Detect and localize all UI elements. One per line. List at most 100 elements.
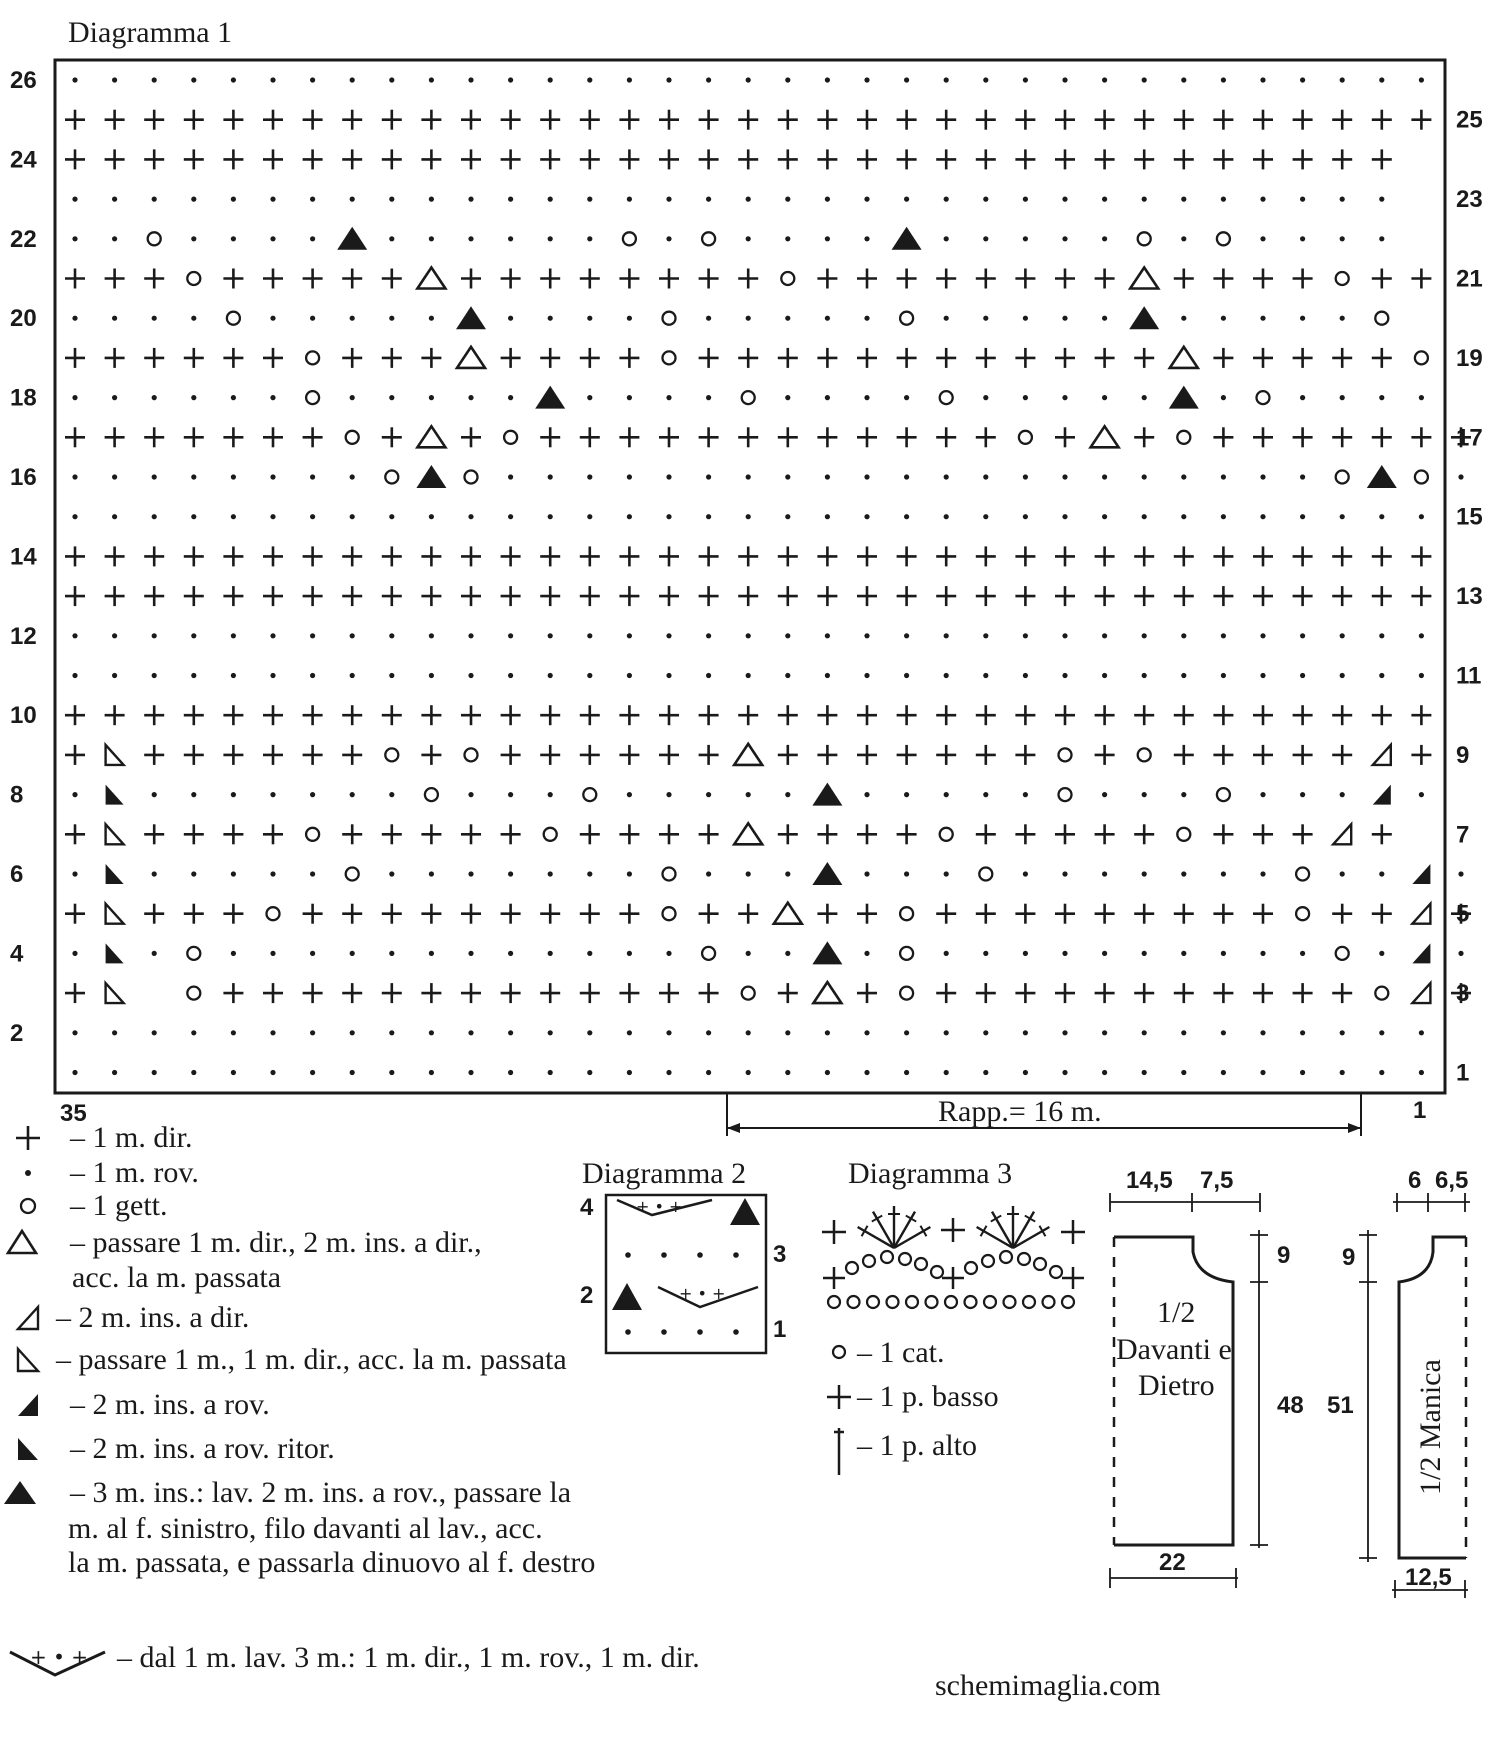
- sk2p-knit-mark: [731, 741, 765, 767]
- purl-stitch-mark: [1022, 395, 1028, 401]
- purl-stitch-mark: [508, 514, 514, 520]
- purl-stitch-mark: [1300, 1030, 1306, 1036]
- knit-stitch-mark: [975, 347, 996, 368]
- purl-stitch-mark: [824, 474, 831, 480]
- knit-stitch-mark: [1411, 427, 1432, 448]
- purl-stitch-mark: [547, 236, 553, 242]
- purl-stitch-mark: [547, 315, 553, 321]
- right-row-number: 15: [1456, 504, 1483, 531]
- purl-stitch-mark: [468, 633, 474, 639]
- knit-stitch-mark: [936, 347, 957, 368]
- knit-stitch-mark: [302, 149, 323, 170]
- purl-stitch-mark: [1300, 514, 1306, 520]
- diagram1-stitch-grid: [65, 77, 1471, 1076]
- right-row-number: 3: [1456, 980, 1469, 1007]
- purl-stitch-mark: [1260, 950, 1266, 957]
- purl-stitch-mark: [626, 792, 633, 798]
- knit-stitch-mark: [223, 546, 244, 567]
- knit-stitch-mark: [461, 824, 481, 845]
- purl-stitch-mark: [1260, 1030, 1266, 1036]
- yarn-over-mark: [740, 985, 756, 1001]
- purl-stitch-mark: [389, 1030, 395, 1036]
- knit-stitch-mark: [936, 109, 957, 130]
- knit-stitch-mark: [1213, 427, 1234, 448]
- knit-stitch-mark: [421, 983, 442, 1004]
- purl-stitch-mark: [904, 514, 910, 520]
- knit-stitch-mark: [1134, 149, 1155, 170]
- knit-stitch-mark: [104, 427, 125, 448]
- knit-stitch-mark: [777, 586, 798, 607]
- yarn-over-mark: [265, 906, 281, 922]
- sk2p-icon: [5, 1228, 39, 1255]
- purl-stitch-mark: [547, 77, 553, 83]
- purl-stitch-mark: [1102, 514, 1108, 520]
- purl-stitch-mark: [706, 474, 712, 480]
- diagram2-row-2: 2: [580, 1282, 593, 1309]
- yarn-over-mark: [1136, 231, 1152, 247]
- purl-stitch-mark: [1141, 1069, 1147, 1076]
- knit-stitch-mark: [1015, 983, 1036, 1004]
- knit-stitch-mark: [738, 149, 759, 170]
- purl-stitch-mark: [1102, 1069, 1108, 1076]
- purl-stitch-mark: [1022, 77, 1028, 83]
- knit-stitch-mark: [540, 983, 561, 1004]
- purl-stitch-mark: [666, 950, 672, 957]
- purl-stitch-mark: [1260, 672, 1266, 679]
- knit-stitch-mark: [500, 268, 521, 289]
- knit-stitch-mark: [223, 149, 244, 170]
- knit-stitch-mark: [1213, 149, 1234, 170]
- knit-stitch-mark: [579, 983, 600, 1004]
- purl-stitch-mark: [270, 395, 276, 401]
- knit-stitch-mark: [183, 149, 204, 170]
- knit-stitch-mark: [183, 109, 204, 130]
- purl-stitch-mark: [230, 236, 236, 242]
- knit-stitch-mark: [896, 586, 917, 607]
- knit-stitch-mark: [1253, 546, 1273, 567]
- purl-stitch-mark: [1339, 395, 1345, 401]
- knit-stitch-mark: [1213, 347, 1234, 368]
- right-row-number: 25: [1456, 107, 1483, 134]
- single-crochet-icon: [827, 1385, 851, 1409]
- knit-stitch-mark: [1173, 586, 1194, 607]
- purl-stitch-mark: [1260, 1069, 1266, 1076]
- knit-stitch-mark: [342, 347, 363, 368]
- purl-stitch-mark: [72, 792, 78, 798]
- purl-stitch-mark: [587, 315, 593, 321]
- purl-stitch-mark: [1062, 1030, 1068, 1036]
- purl-stitch-mark: [72, 236, 78, 242]
- knit-stitch-mark: [263, 744, 283, 765]
- purl-stitch-mark: [112, 514, 118, 520]
- knit-stitch-mark: [1055, 427, 1075, 448]
- purl-stitch-mark: [270, 950, 276, 957]
- purl-stitch-mark: [1141, 1030, 1147, 1036]
- knit-stitch-mark: [1134, 586, 1155, 607]
- knit-stitch-mark: [500, 546, 521, 567]
- knit-stitch-mark: [144, 149, 165, 170]
- purl-stitch-mark: [864, 77, 870, 83]
- knit-stitch-mark: [619, 824, 640, 845]
- knit-stitch-mark: [183, 903, 204, 924]
- knit-stitch-mark: [975, 744, 996, 765]
- yarn-over-mark: [898, 985, 915, 1001]
- knit-stitch-mark: [1451, 983, 1471, 1004]
- knit-stitch-mark: [777, 427, 798, 448]
- purl-stitch-mark: [230, 871, 236, 877]
- repeat-label: Rapp.= 16 m.: [938, 1095, 1102, 1128]
- knit-stitch-mark: [857, 824, 877, 845]
- purl-stitch-mark: [230, 1069, 236, 1076]
- purl-stitch-mark: [1141, 792, 1147, 798]
- yarn-over-mark: [1334, 270, 1350, 287]
- knit-stitch-mark: [1213, 109, 1234, 130]
- purl-stitch-mark: [1260, 77, 1266, 83]
- purl-stitch-mark: [745, 474, 751, 480]
- purl-stitch-mark: [230, 792, 236, 798]
- knit-stitch-mark: [421, 824, 442, 845]
- purl-stitch-mark: [983, 672, 989, 679]
- knit-stitch-mark: [65, 347, 85, 368]
- purl-stitch-mark: [1379, 1069, 1385, 1076]
- purl-stitch-mark: [1022, 315, 1028, 321]
- knit-stitch-mark: [302, 427, 323, 448]
- purl-stitch-mark: [310, 1069, 316, 1076]
- knit-stitch-mark: [381, 149, 402, 170]
